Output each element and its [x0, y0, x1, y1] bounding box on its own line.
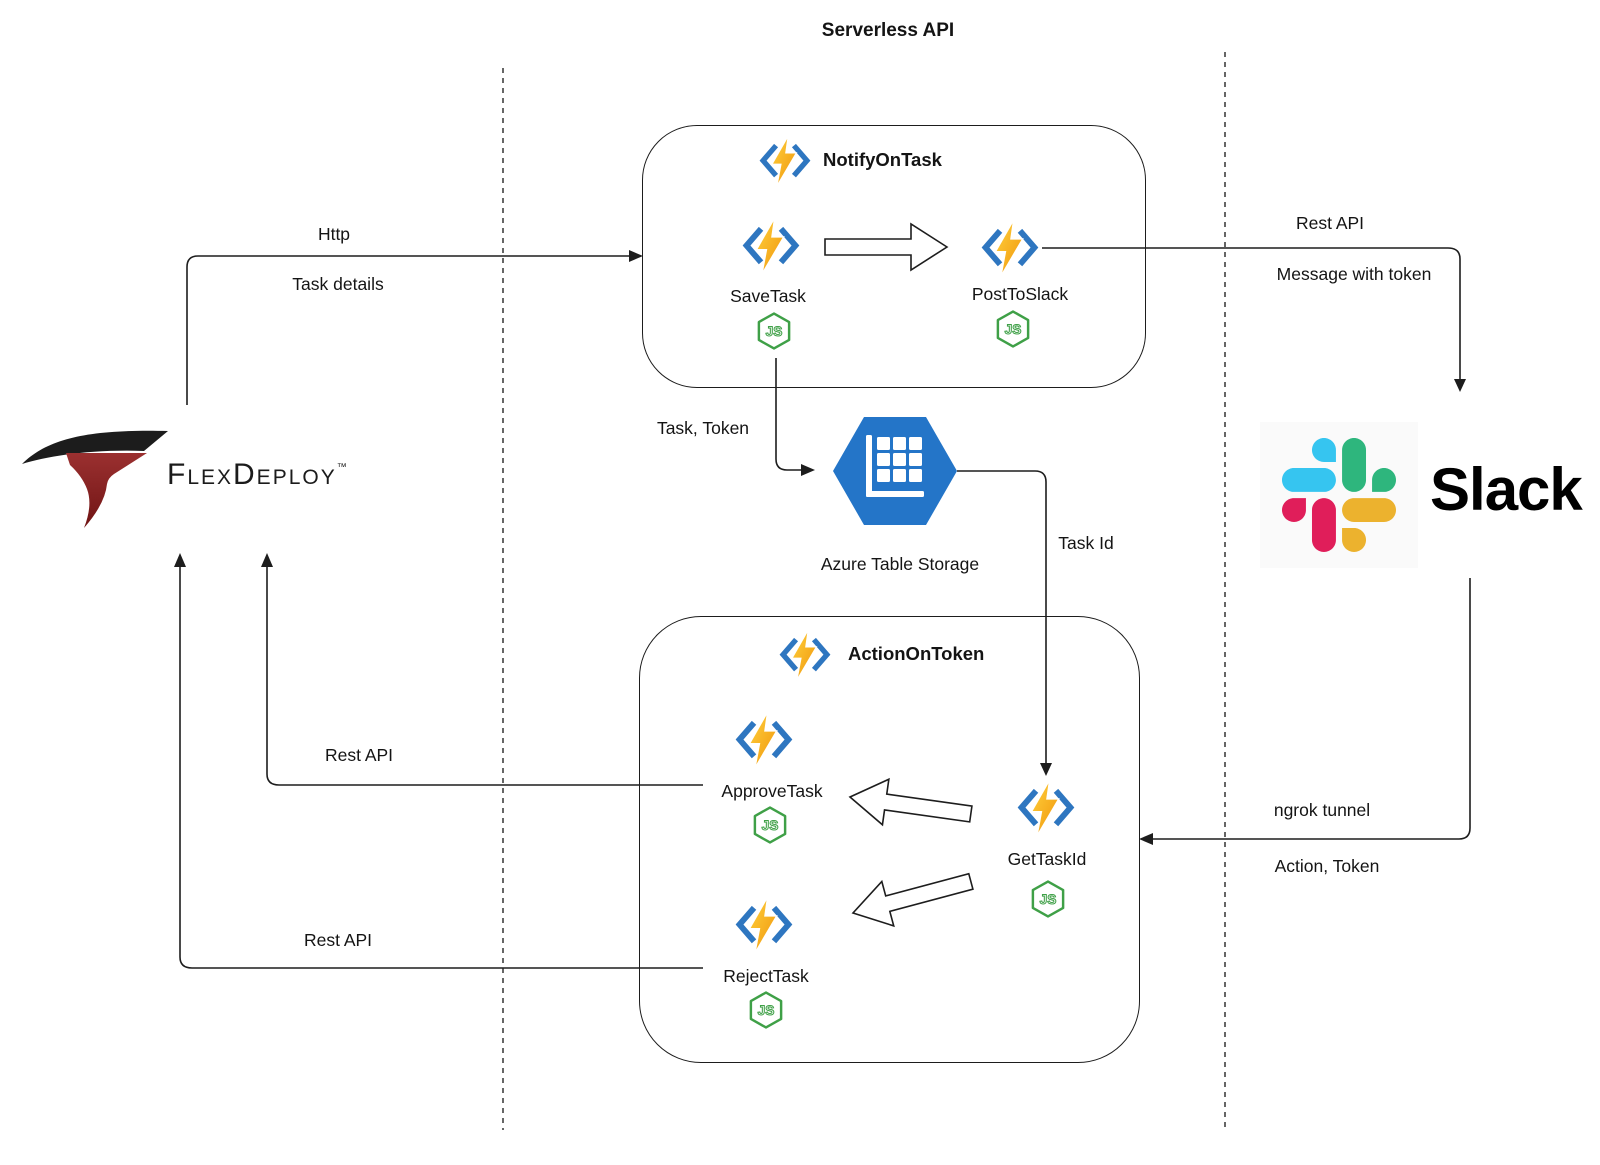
edge-label-action-token: Action, Token — [1274, 856, 1380, 876]
function-label-post-to-slack: PostToSlack — [971, 284, 1069, 304]
edge-label-ngrok-tunnel: ngrok tunnel — [1273, 800, 1371, 820]
flexdeploy-wordmark: FlexDeploy™ — [167, 458, 347, 492]
flow-arrow-gettask-to-reject — [851, 872, 974, 928]
edge-rest-api-slack — [1042, 247, 1461, 380]
function-label-get-task-id: GetTaskId — [1007, 849, 1087, 869]
storage-label: Azure Table Storage — [820, 554, 980, 574]
group-title-action-on-token: ActionOnToken — [848, 643, 985, 664]
edge-label-http: Http — [317, 224, 351, 244]
edge-label-rest-api-approve: Rest API — [324, 745, 394, 765]
edge-task-id — [957, 470, 1047, 763]
nodejs-icon — [1031, 880, 1065, 918]
nodejs-icon — [753, 806, 787, 844]
edge-http — [186, 255, 630, 405]
function-label-save-task: SaveTask — [730, 286, 806, 306]
azure-function-icon-post-to-slack — [981, 219, 1039, 277]
group-box-action-on-token — [639, 616, 1140, 1063]
azure-functions-icon — [759, 135, 811, 187]
edge-task-token — [775, 358, 802, 471]
azure-function-icon-save-task — [742, 217, 800, 275]
slack-logo-icon — [1282, 438, 1396, 552]
edge-label-task-id: Task Id — [1058, 533, 1114, 553]
flexdeploy-trademark: ™ — [336, 462, 347, 473]
azure-function-icon-approve-task — [735, 711, 793, 769]
slack-wordmark: Slack — [1430, 456, 1583, 523]
slack-logo-tile — [1260, 422, 1418, 568]
edge-ngrok — [1152, 578, 1471, 840]
function-label-reject-task: RejectTask — [723, 966, 809, 986]
edge-rest-api-approve — [266, 566, 703, 786]
edge-label-rest-api-reject: Rest API — [303, 930, 373, 950]
flow-arrow-gettask-to-approve — [848, 777, 973, 827]
azure-function-icon-get-task-id — [1017, 779, 1075, 837]
edge-rest-api-reject — [179, 566, 703, 969]
azure-function-icon-reject-task — [735, 896, 793, 954]
diagram-title: Serverless API — [821, 20, 955, 41]
arrowheads — [174, 250, 1466, 845]
flexdeploy-logo-icon — [20, 424, 170, 536]
azure-table-storage-icon — [833, 417, 957, 525]
function-label-approve-task: ApproveTask — [721, 781, 823, 801]
nodejs-icon — [749, 991, 783, 1029]
edge-label-task-token: Task, Token — [656, 418, 750, 438]
edge-label-message-with-token: Message with token — [1276, 264, 1432, 284]
azure-functions-icon — [779, 629, 831, 681]
group-box-notify-on-task — [642, 125, 1146, 388]
flexdeploy-wordmark-text: FlexDeploy — [167, 458, 337, 491]
group-title-notify-on-task: NotifyOnTask — [823, 149, 942, 170]
nodejs-icon — [757, 312, 791, 350]
flow-arrow-save-to-post — [824, 222, 949, 272]
edge-label-task-details: Task details — [292, 274, 384, 294]
nodejs-icon — [996, 310, 1030, 348]
edge-label-rest-api-slack: Rest API — [1295, 213, 1365, 233]
